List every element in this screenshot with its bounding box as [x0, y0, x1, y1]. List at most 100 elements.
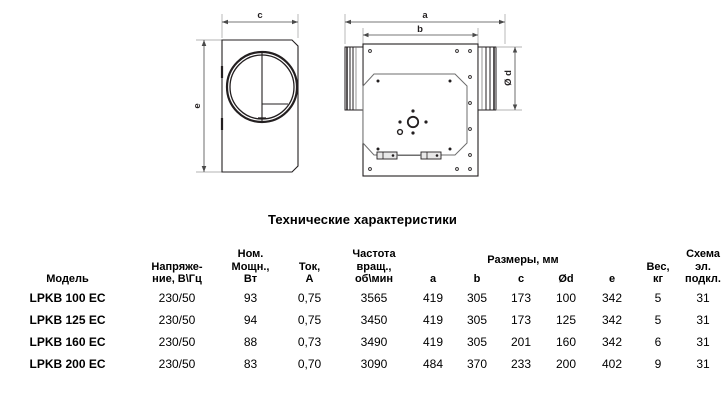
cell-speed: 3450	[360, 313, 388, 328]
body-rivet-top-right	[455, 49, 459, 53]
cell-a: 419	[422, 291, 444, 306]
plate-screw-top-left	[376, 79, 380, 83]
drawings-svg: c e	[192, 10, 522, 177]
cell-c: 173	[510, 313, 532, 328]
cell-wiring: 31	[696, 357, 710, 372]
cell-model: LPKB 160 EC	[29, 335, 106, 350]
header-current-line1: Ток,	[298, 260, 321, 273]
cell-d: 160	[555, 335, 577, 350]
cell-wiring: 31	[696, 335, 710, 350]
edge-fastener-5	[468, 153, 472, 157]
motor-hub	[406, 115, 420, 129]
dimension-arrow-b-left	[363, 32, 369, 38]
cell-power: 94	[243, 313, 258, 328]
side-view-body-outline	[221, 39, 299, 173]
header-wiring-line1: Схема	[686, 248, 720, 260]
cell-power: 88	[243, 335, 258, 350]
spec-table-container: Модель Напряже- ние, В\Гц Ном. Мощн., Вт…	[0, 248, 725, 376]
dimension-arrow-e-top	[201, 40, 207, 46]
body-rivet-bottom-left	[368, 167, 372, 171]
header-dim-d: Ød	[558, 273, 574, 285]
cell-model: LPKB 200 EC	[29, 357, 106, 372]
plate-screw-bottom-left	[376, 147, 380, 151]
cell-c: 233	[510, 357, 532, 372]
dimension-arrow-b-right	[472, 32, 478, 38]
dimension-arrow-a-right	[499, 19, 505, 25]
dimension-label-e: e	[192, 103, 203, 108]
cell-b: 370	[466, 357, 488, 372]
edge-fastener-3	[468, 101, 472, 105]
cell-current: 0,73	[297, 335, 322, 350]
header-power-line1: Ном.	[237, 248, 264, 260]
mounting-foot-left-hole	[391, 154, 395, 157]
dimension-label-d: Ø d	[503, 70, 514, 86]
cell-current: 0,75	[297, 291, 322, 306]
cell-wiring: 31	[696, 291, 710, 306]
header-dim-c: c	[517, 273, 525, 285]
cell-speed: 3565	[360, 291, 388, 306]
dimension-label-c: c	[257, 10, 262, 21]
header-dim-b: b	[473, 273, 481, 285]
cell-current: 0,75	[297, 313, 322, 328]
dimension-arrow-a-left	[345, 19, 351, 25]
cell-d: 100	[555, 291, 577, 306]
cell-speed: 3490	[360, 335, 388, 350]
header-wiring: Схема эл. подкл.	[681, 248, 725, 288]
cell-model: LPKB 100 EC	[29, 291, 106, 306]
cell-voltage: 230/50	[158, 291, 196, 306]
cell-model: LPKB 125 EC	[29, 313, 106, 328]
header-voltage-line2: ние, В\Гц	[152, 273, 202, 285]
header-current-line2: А	[305, 273, 314, 285]
header-voltage-line1: Напряже-	[151, 260, 203, 273]
header-current: Ток, А	[282, 248, 337, 288]
hub-bolt-left	[398, 120, 402, 124]
cell-d: 200	[555, 357, 577, 372]
cell-a: 419	[422, 335, 444, 350]
header-weight-line2: кг	[652, 273, 664, 285]
hub-cable-gland	[396, 128, 404, 136]
header-model: Модель	[46, 273, 89, 285]
header-wiring-line2: эл.	[695, 260, 711, 273]
plate-screw-bottom-right	[448, 147, 452, 151]
technical-drawings: c e	[0, 0, 725, 205]
cell-a: 484	[422, 357, 444, 372]
body-rivet-bottom-right	[455, 167, 459, 171]
dimension-arrow-d-bottom	[512, 104, 518, 110]
cell-b: 305	[466, 291, 488, 306]
cell-weight: 6	[654, 335, 662, 350]
cell-e: 342	[601, 335, 623, 350]
cell-weight: 5	[654, 313, 662, 328]
cell-voltage: 230/50	[158, 335, 196, 350]
header-weight: Вес, кг	[635, 248, 681, 288]
cell-c: 173	[510, 291, 532, 306]
header-voltage: Напряже- ние, В\Гц	[135, 248, 219, 288]
cell-weight: 5	[654, 291, 662, 306]
cell-a: 419	[422, 313, 444, 328]
cell-e: 342	[601, 313, 623, 328]
header-power-line3: Вт	[243, 273, 258, 285]
header-speed: Частота вращ., об\мин	[337, 248, 411, 288]
dimension-label-b: b	[417, 24, 423, 35]
edge-fastener-2	[468, 75, 472, 79]
cell-d: 125	[555, 313, 577, 328]
cell-b: 305	[466, 335, 488, 350]
top-view: a b	[344, 10, 522, 177]
dimension-arrow-c-left	[222, 19, 228, 25]
header-dim-a: a	[429, 273, 437, 285]
header-speed-line1: Частота	[352, 248, 396, 260]
header-power: Ном. Мощн., Вт	[219, 248, 282, 288]
cell-voltage: 230/50	[158, 313, 196, 328]
side-view-duct-outer-ring	[225, 50, 299, 124]
top-view-duct-right	[477, 46, 497, 111]
cell-weight: 9	[654, 357, 662, 372]
dimension-arrow-d-top	[512, 47, 518, 53]
header-dim-e: e	[608, 273, 616, 285]
spec-table-head: Модель Напряже- ние, В\Гц Ном. Мощн., Вт…	[0, 248, 725, 288]
dimension-arrow-e-bottom	[201, 166, 207, 172]
header-wiring-line3: подкл.	[685, 273, 721, 285]
hub-bolt-top	[411, 109, 415, 113]
